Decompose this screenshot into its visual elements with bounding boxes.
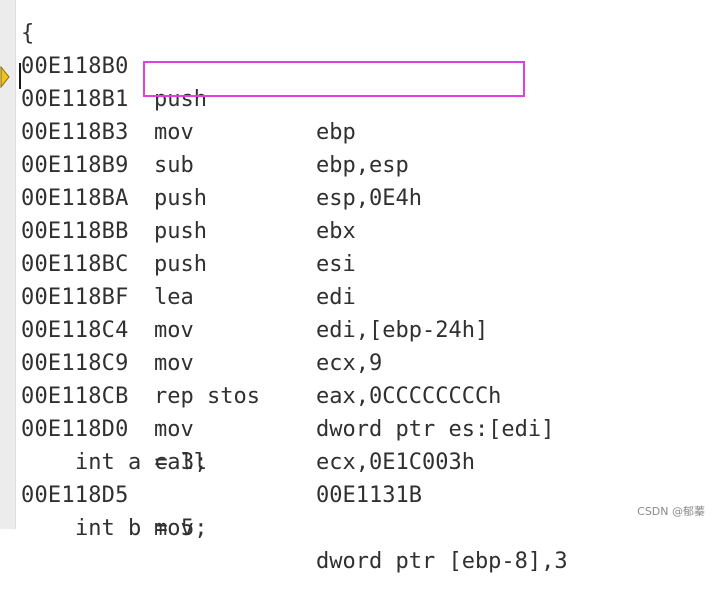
instruction-address: 00E118B1 bbox=[21, 87, 129, 112]
instruction-row[interactable]: 00E118D5 mov dword ptr [ebp-8],3 bbox=[21, 446, 716, 574]
instruction-mnemonic: call bbox=[154, 450, 207, 475]
instruction-mnemonic: push bbox=[154, 252, 207, 277]
instruction-operands: edi bbox=[316, 285, 356, 310]
instruction-mnemonic: push bbox=[154, 186, 207, 211]
instruction-address: 00E118BC bbox=[21, 252, 129, 277]
gutter-divider bbox=[15, 0, 16, 529]
instruction-address: 00E118B0 bbox=[21, 54, 129, 79]
instruction-mnemonic: push bbox=[154, 87, 207, 112]
instruction-row[interactable]: 00E118B3 sub esp,0E4h bbox=[21, 83, 716, 211]
instruction-operands: esi bbox=[316, 252, 356, 277]
instruction-operands: ebp,esp bbox=[316, 153, 409, 178]
instruction-row[interactable]: 00E118CB mov ecx,0E1C003h bbox=[21, 347, 716, 475]
instruction-operands: edi,[ebp-24h] bbox=[316, 318, 489, 343]
instruction-address: 00E118BB bbox=[21, 219, 129, 244]
instruction-address: 00E118BA bbox=[21, 186, 129, 211]
instruction-row[interactable]: 00E118C9 rep stos dword ptr es:[edi] bbox=[21, 314, 716, 442]
instruction-row[interactable]: 00E118BA push esi bbox=[21, 149, 716, 277]
instruction-row[interactable]: 00E118BB push edi bbox=[21, 182, 716, 310]
instruction-address: 00E118BF bbox=[21, 285, 129, 310]
highlight-annotation-box bbox=[143, 61, 525, 97]
open-brace: { bbox=[21, 21, 35, 46]
instruction-address: 00E118C4 bbox=[21, 318, 129, 343]
instruction-row-current[interactable]: 00E118B1 mov ebp,esp bbox=[21, 50, 716, 178]
instruction-address: 00E118D5 bbox=[21, 483, 129, 508]
instruction-mnemonic: rep stos bbox=[154, 384, 260, 409]
source-brace-line: { bbox=[21, 0, 716, 46]
instruction-row[interactable]: 00E118B0 push ebp bbox=[21, 17, 716, 145]
instruction-address: 00E118CB bbox=[21, 384, 129, 409]
instruction-mnemonic: lea bbox=[154, 285, 194, 310]
instruction-address: 00E118B3 bbox=[21, 120, 129, 145]
instruction-mnemonic: push bbox=[154, 219, 207, 244]
instruction-row[interactable]: 00E118BC lea edi,[ebp-24h] bbox=[21, 215, 716, 343]
instruction-row[interactable]: 00E118D0 call 00E1131B bbox=[21, 380, 716, 508]
instruction-operands: ebx bbox=[316, 219, 356, 244]
instruction-row[interactable]: 00E118B9 push ebx bbox=[21, 116, 716, 244]
watermark: CSDN @郁蓁 bbox=[637, 505, 705, 518]
instruction-operands: ecx,0E1C003h bbox=[316, 450, 475, 475]
instruction-mnemonic: sub bbox=[154, 153, 194, 178]
current-instruction-arrow-icon bbox=[0, 66, 10, 88]
instruction-mnemonic: mov bbox=[154, 120, 194, 145]
instruction-mnemonic: mov bbox=[154, 417, 194, 442]
instruction-row[interactable]: 00E118C4 mov eax,0CCCCCCCCh bbox=[21, 281, 716, 409]
source-line[interactable]: int b = 5; bbox=[21, 479, 716, 541]
instruction-operands: dword ptr es:[edi] bbox=[316, 417, 555, 442]
instruction-operands: dword ptr [ebp-8],3 bbox=[316, 549, 568, 574]
instruction-operands: eax,0CCCCCCCCh bbox=[316, 384, 502, 409]
instruction-address: 00E118C9 bbox=[21, 351, 129, 376]
instruction-row[interactable]: 00E118BF mov ecx,9 bbox=[21, 248, 716, 376]
source-code-text: int a = 3; bbox=[75, 450, 208, 475]
breakpoint-gutter[interactable] bbox=[0, 0, 15, 529]
instruction-address: 00E118D0 bbox=[21, 417, 129, 442]
instruction-operands: esp,0E4h bbox=[316, 186, 422, 211]
instruction-mnemonic: mov bbox=[154, 351, 194, 376]
instruction-address: 00E118B9 bbox=[21, 153, 129, 178]
instruction-mnemonic: mov bbox=[154, 318, 194, 343]
instruction-operands: 00E1131B bbox=[316, 483, 422, 508]
instruction-operands: ebp bbox=[316, 120, 356, 145]
text-caret bbox=[19, 63, 21, 89]
instruction-operands: ecx,9 bbox=[316, 351, 383, 376]
source-line[interactable]: int a = 3; bbox=[21, 413, 716, 475]
